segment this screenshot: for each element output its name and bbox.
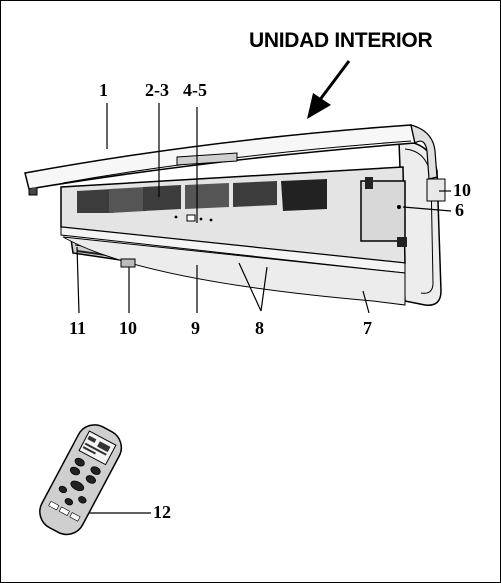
callout-9: 9 [191, 318, 200, 338]
callout-10-right: 10 [453, 180, 471, 200]
callout-4-5: 4-5 [183, 80, 207, 100]
callout-8: 8 [255, 318, 264, 338]
side-label-plate [426, 178, 446, 202]
callout-6: 6 [455, 200, 464, 220]
leader-6 [402, 206, 452, 212]
remote-control [39, 424, 123, 536]
callout-11: 11 [69, 318, 87, 338]
callout-7: 7 [363, 318, 372, 338]
leader-8b [260, 266, 268, 312]
leader-8a [238, 262, 262, 312]
callout-1: 1 [99, 80, 108, 100]
callout-12: 12 [153, 502, 171, 522]
unit-body [60, 166, 406, 306]
callout-10-bottom: 10 [119, 318, 137, 338]
pointer-arrow [307, 60, 351, 119]
leader-lines [76, 103, 452, 514]
front-panel-open [24, 124, 438, 196]
service-panel [360, 177, 407, 247]
callout-2-3: 2-3 [145, 80, 169, 100]
air-filter-panels [77, 179, 327, 213]
diagram-title: UNIDAD INTERIOR [249, 29, 433, 52]
leader-7 [362, 290, 370, 314]
display-indicators [174, 214, 213, 222]
leader-11 [76, 246, 80, 314]
